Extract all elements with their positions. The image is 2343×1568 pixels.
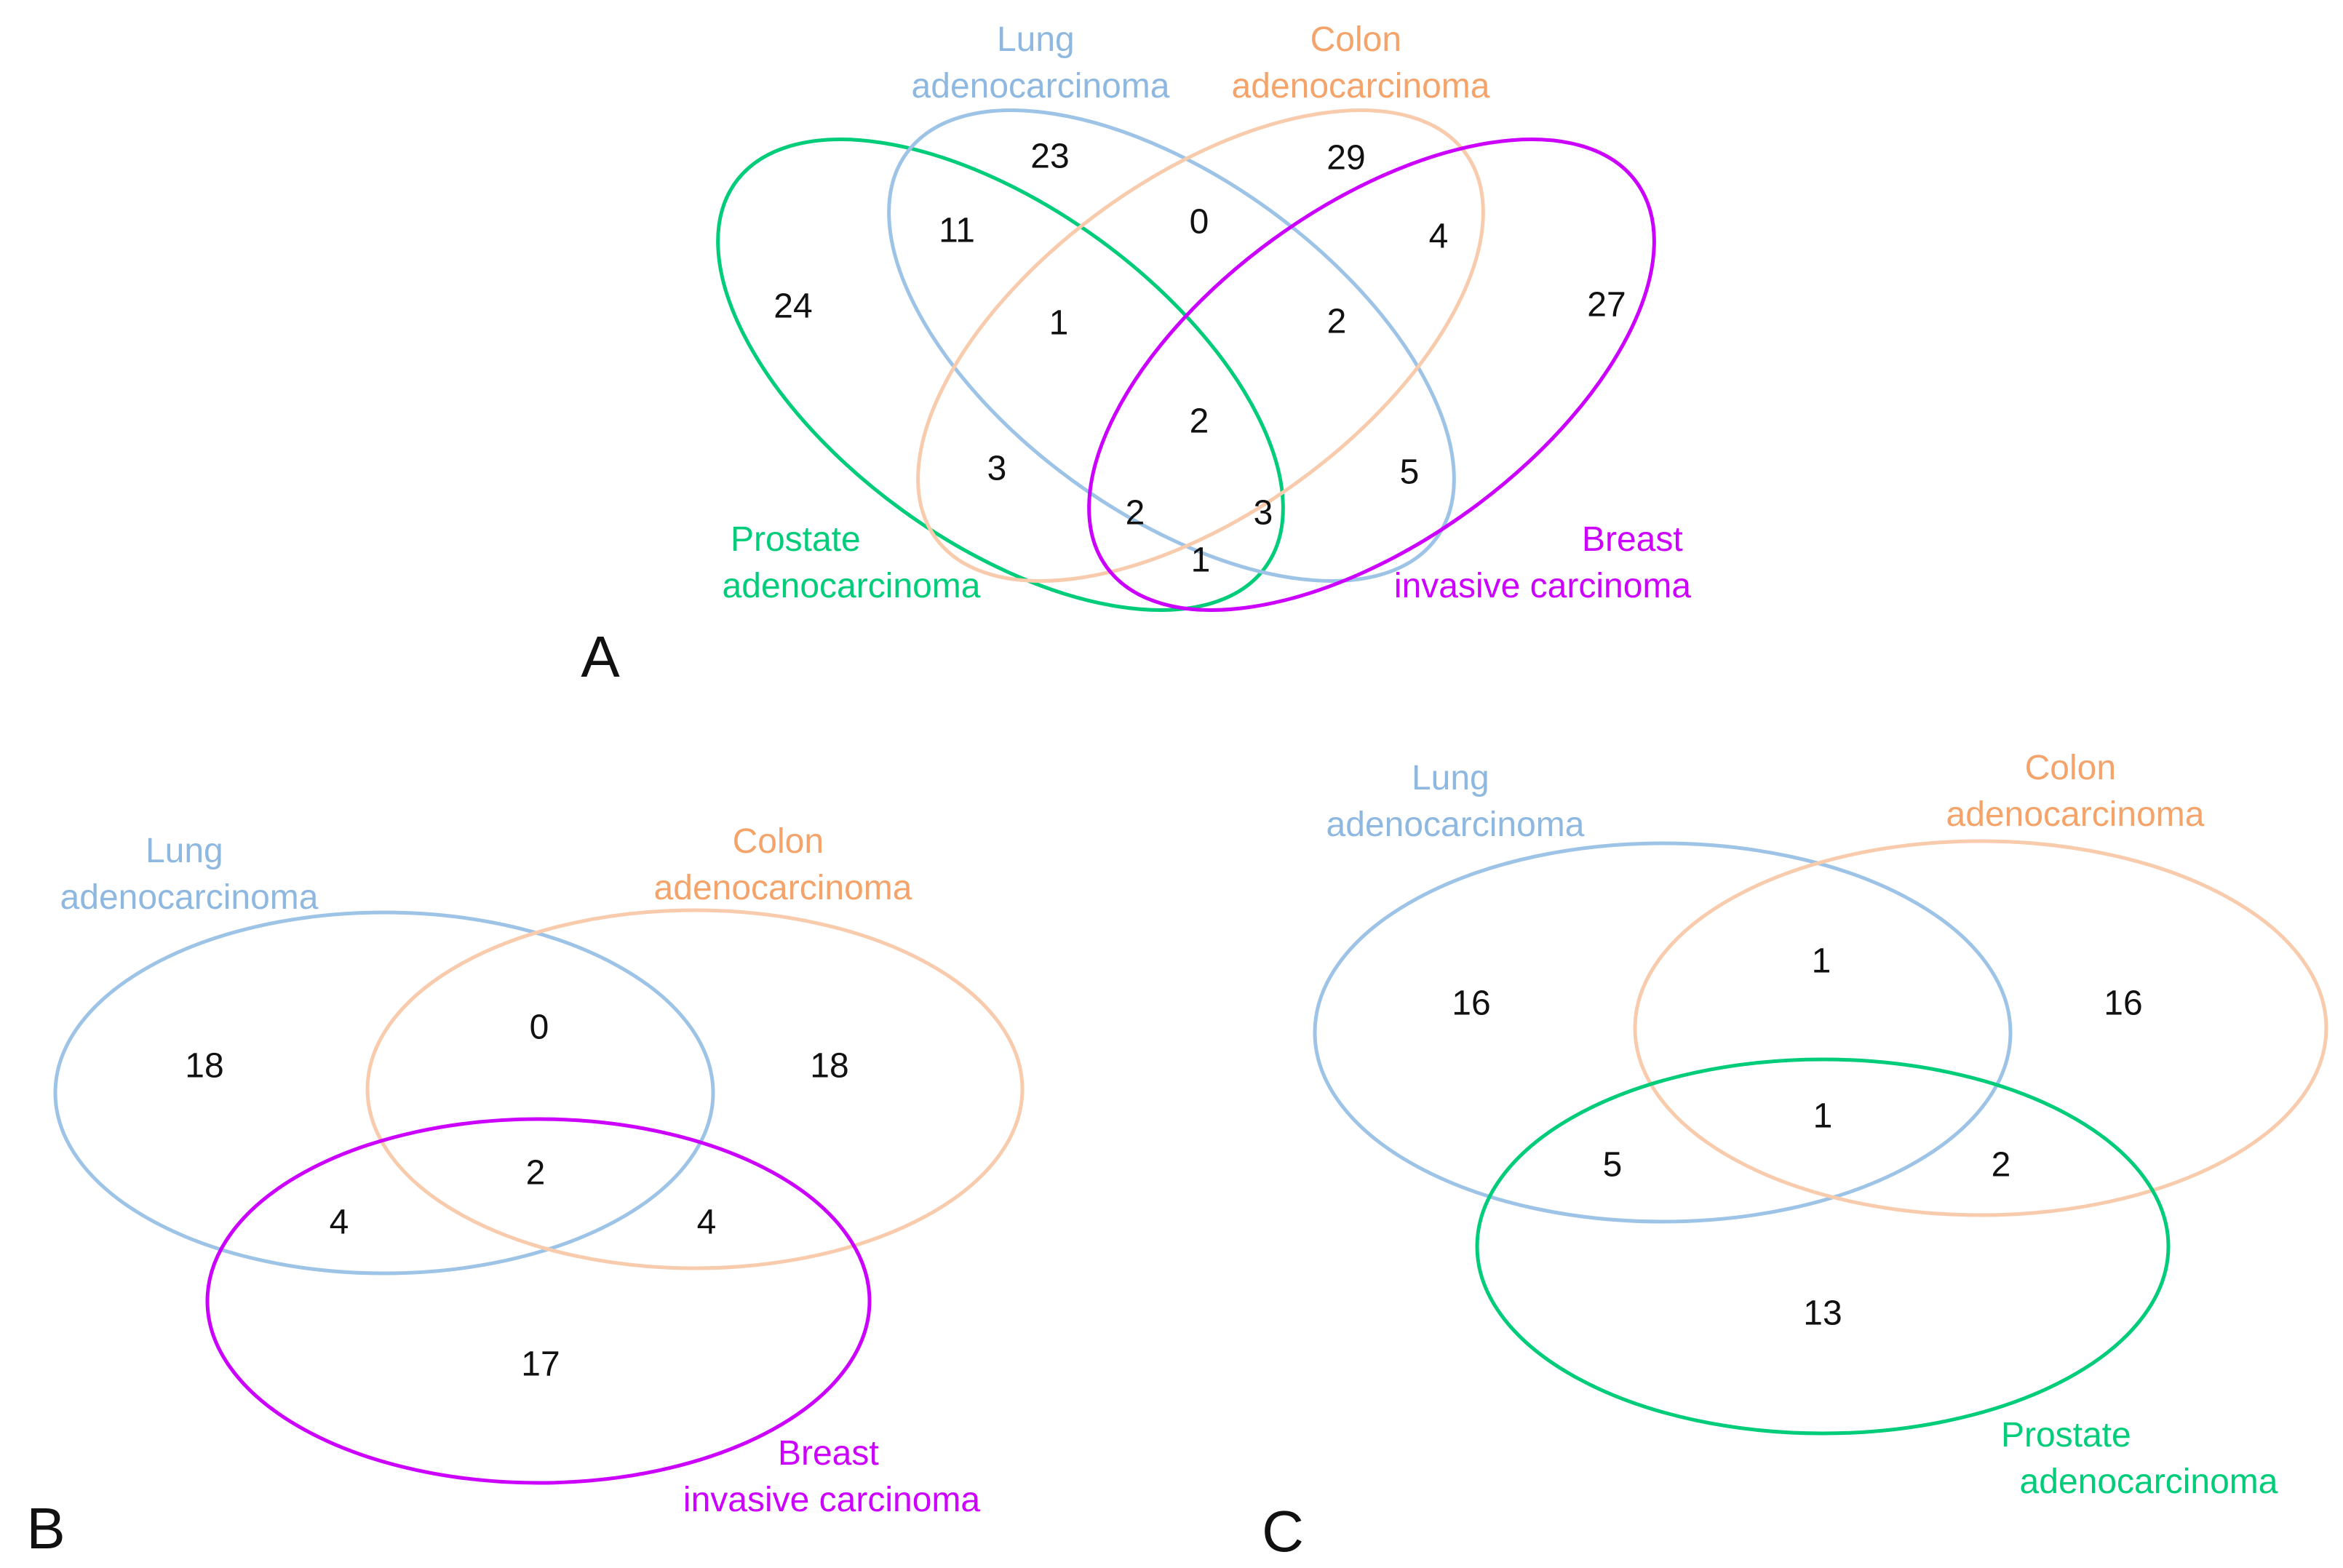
panel-b-colon-only-count: 18 <box>810 1047 848 1086</box>
panel-a-colon-prostate-count: 3 <box>987 450 1007 488</box>
panel-c-colon-label-line2: adenocarcinoma <box>1946 795 2205 834</box>
panel-a: Lung adenocarcinoma Colon adenocarcinoma… <box>581 20 1692 689</box>
panel-c-colon-ellipse <box>1633 839 2328 1217</box>
panel-c-lung-ellipse <box>1313 841 2013 1224</box>
panel-c-prostate-label: Prostate adenocarcinoma <box>2001 1416 2278 1501</box>
panel-b-all-three-count: 2 <box>526 1154 546 1193</box>
panel-b-colon-breast-count: 4 <box>697 1203 717 1242</box>
panel-b-breast-only-count: 17 <box>521 1345 560 1384</box>
panel-a-breast-label-line1: Breast <box>1582 520 1683 559</box>
panel-a-colon-label-line1: Colon <box>1310 20 1401 59</box>
panel-a-lung-only-count: 23 <box>1030 138 1069 176</box>
panel-c-all-three-count: 1 <box>1813 1097 1833 1136</box>
panel-a-lung-colon-prostate-count: 1 <box>1049 304 1069 343</box>
panel-b-lung-colon-count: 0 <box>530 1008 549 1047</box>
panel-a-lung-colon-count: 0 <box>1190 203 1209 242</box>
panel-c-prostate-label-line2: adenocarcinoma <box>2020 1462 2278 1501</box>
panel-a-breast-label-line2: invasive carcinoma <box>1394 567 1691 605</box>
panel-a-prostate-label: Prostate adenocarcinoma <box>723 520 981 605</box>
panel-c-lung-label: Lung adenocarcinoma <box>1326 759 1585 844</box>
panel-a-colon-label-line2: adenocarcinoma <box>1232 67 1490 106</box>
panel-a-prostate-ellipse <box>716 138 1285 612</box>
panel-b-breast-label-line1: Breast <box>778 1434 879 1473</box>
panel-c-lung-label-line2: adenocarcinoma <box>1326 805 1585 844</box>
panel-a-colon-breast-count: 4 <box>1429 218 1449 256</box>
panel-b-breast-label-line2: invasive carcinoma <box>683 1481 980 1519</box>
panel-c-lung-colon-count: 1 <box>1812 942 1831 981</box>
panel-b-lung-ellipse <box>53 910 715 1276</box>
panel-a-colon-prostate-breast-count: 2 <box>1126 494 1145 533</box>
panel-b-lung-label-line1: Lung <box>146 832 223 870</box>
panel-c-colon-prostate-count: 2 <box>1992 1146 2011 1185</box>
panel-a-lung-prostate-breast-count: 3 <box>1254 494 1273 533</box>
panel-b-letter: B <box>26 1496 65 1561</box>
panel-c-colon-label-line1: Colon <box>2025 749 2116 787</box>
panel-b: Lung adenocarcinoma Colon adenocarcinoma… <box>26 822 1025 1561</box>
panel-b-lung-label: Lung adenocarcinoma <box>60 832 319 917</box>
panel-c-colon-label: Colon adenocarcinoma <box>1946 749 2205 834</box>
panel-a-prostate-label-line1: Prostate <box>731 520 861 559</box>
panel-b-lung-only-count: 18 <box>185 1047 223 1086</box>
panel-c-lung-prostate-count: 5 <box>1603 1146 1623 1185</box>
panel-c-prostate-only-count: 13 <box>1803 1294 1842 1333</box>
panel-a-letter: A <box>581 624 620 689</box>
panel-a-prostate-only-count: 24 <box>773 287 812 326</box>
panel-c-lung-only-count: 16 <box>1452 984 1490 1023</box>
panel-a-lung-prostate-count: 11 <box>939 212 975 250</box>
panel-c-prostate-ellipse <box>1475 1057 2171 1436</box>
panel-a-breast-ellipse <box>1087 138 1656 612</box>
panel-a-colon-only-count: 29 <box>1326 139 1365 178</box>
panel-a-colon-ellipse <box>916 108 1485 583</box>
panel-b-colon-ellipse <box>365 908 1025 1270</box>
panel-b-breast-ellipse <box>205 1117 872 1485</box>
panel-c: Lung adenocarcinoma Colon adenocarcinoma… <box>1262 749 2328 1564</box>
panel-a-lung-colon-breast-count: 2 <box>1327 303 1347 341</box>
panel-a-lung-label: Lung adenocarcinoma <box>912 20 1170 106</box>
panel-a-prostate-breast-count: 1 <box>1191 541 1211 580</box>
panel-a-all-four-count: 2 <box>1190 402 1209 441</box>
panel-b-colon-label-line1: Colon <box>733 822 824 861</box>
panel-b-lung-breast-count: 4 <box>330 1203 349 1242</box>
panel-a-lung-ellipse <box>887 108 1456 583</box>
panel-b-colon-label-line2: adenocarcinoma <box>654 869 912 907</box>
panel-a-lung-label-line2: adenocarcinoma <box>912 67 1170 106</box>
panel-c-prostate-label-line1: Prostate <box>2001 1416 2131 1454</box>
panel-c-lung-label-line1: Lung <box>1412 759 1489 797</box>
panel-b-lung-label-line2: adenocarcinoma <box>60 878 319 917</box>
panel-a-lung-label-line1: Lung <box>997 20 1075 59</box>
panel-b-breast-label: Breast invasive carcinoma <box>683 1434 980 1519</box>
panel-a-colon-label: Colon adenocarcinoma <box>1232 20 1490 106</box>
panel-a-lung-breast-count: 5 <box>1400 453 1420 492</box>
panel-b-colon-label: Colon adenocarcinoma <box>654 822 912 907</box>
panel-a-prostate-label-line2: adenocarcinoma <box>723 567 981 605</box>
panel-c-letter: C <box>1262 1499 1304 1564</box>
panel-c-colon-only-count: 16 <box>2104 984 2142 1023</box>
panel-a-breast-label: Breast invasive carcinoma <box>1394 520 1692 605</box>
panel-a-breast-only-count: 27 <box>1587 286 1626 325</box>
